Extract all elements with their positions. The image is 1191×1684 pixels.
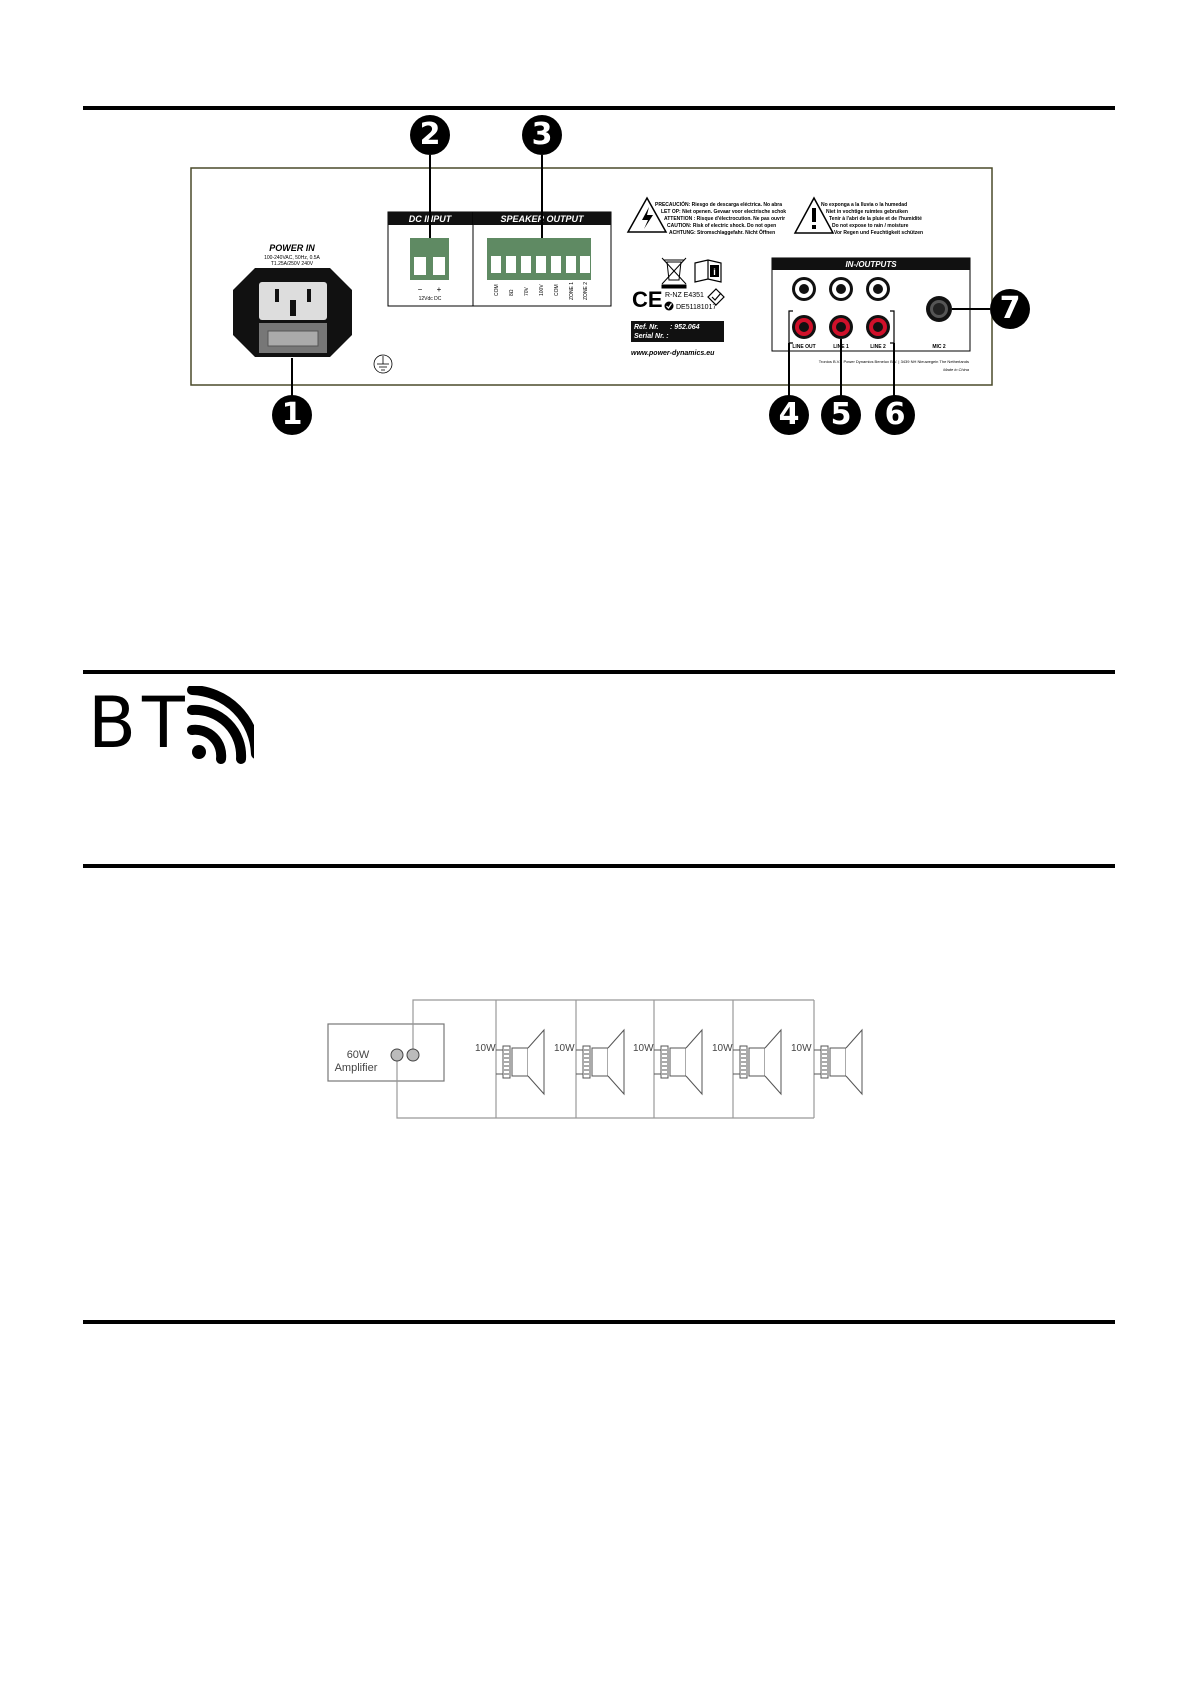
section-divider-4 [83, 1320, 1115, 1324]
serial-label: Serial Nr. : [634, 333, 669, 340]
amplifier-terminals [390, 1048, 420, 1062]
ground-symbol-icon [373, 354, 393, 374]
mic-jack [926, 296, 952, 322]
io-label: MIC 2 [932, 344, 946, 350]
ref-label: Ref. Nr. [634, 324, 659, 331]
speaker-wattage-label: 10W [633, 1043, 654, 1054]
dc-plus-label: + [437, 285, 442, 294]
check-mark-icon [664, 301, 674, 311]
warning-text-line: Vor Regen und Feuchtigkeit schützen [834, 230, 923, 236]
callout-4: 4 [769, 395, 809, 435]
iec-power-socket [233, 268, 352, 357]
speaker-terminal-label: COM [554, 284, 560, 296]
manual-book-icon: i [694, 259, 722, 283]
rnz-code: R-NZ E4351 [665, 292, 704, 299]
ref-value: : 952.064 [670, 324, 700, 331]
rca-jack-red [829, 315, 853, 339]
caution-exclamation-icon [793, 196, 835, 234]
made-in: Made in China [943, 367, 970, 372]
warning-text-line: ACHTUNG: Stromschlaggefahr. Nicht Öffnen [669, 229, 775, 236]
io-label: LINE 2 [870, 344, 886, 350]
wireless-signal-icon [187, 686, 254, 764]
callout-6: 6 [875, 395, 915, 435]
amplifier-box [327, 1023, 445, 1082]
warning-text-line: Do not expose to rain / moisture [832, 223, 909, 229]
callout-3: 3 [522, 115, 562, 155]
power-in-spec-1: 100-240VAC, 50Hz, 0.5A [264, 255, 320, 261]
speaker-icon [496, 1028, 545, 1096]
speaker-icon [733, 1028, 782, 1096]
rca-jack-white [792, 277, 816, 301]
de-number: DE51181017 [676, 304, 716, 311]
dc-voltage-label: 12Vdc DC [419, 296, 442, 302]
speaker-wattage-label: 10W [475, 1043, 496, 1054]
speaker-terminal-label: 70V [524, 286, 530, 296]
speaker-terminal-label: 8Ω [509, 289, 515, 296]
rca-jack-white [829, 277, 853, 301]
speaker-wattage-label: 10W [554, 1043, 575, 1054]
warning-text-line: CAUTION: Risk of electric shock. Do not … [667, 223, 776, 229]
svg-text:i: i [713, 267, 716, 277]
power-in-title: POWER IN [269, 243, 315, 253]
speaker-icon [654, 1028, 703, 1096]
callout-7: 7 [990, 289, 1030, 329]
amplifier-label: 60W [347, 1049, 370, 1061]
warning-text-line: Tenir à l'abri de la pluie et de l'humid… [829, 216, 922, 222]
io-label: LINE OUT [792, 344, 815, 350]
section-divider-1 [83, 106, 1115, 110]
warning-text-line: PRECAUCIÓN: Riesgo de descarga eléctrica… [655, 200, 782, 208]
dc-terminal-block [410, 238, 449, 280]
rca-jack-red [866, 315, 890, 339]
speaker-terminal-label: ZONE 2 [583, 282, 589, 300]
rca-jack-red [792, 315, 816, 339]
dc-minus-label: − [418, 285, 423, 294]
line-out-bracket [788, 310, 793, 344]
section-divider-3 [83, 864, 1115, 868]
rca-jack-white [866, 277, 890, 301]
speaker-wattage-label: 10W [791, 1043, 812, 1054]
line-2-bracket [890, 310, 895, 344]
amplifier-label: Amplifier [335, 1062, 378, 1074]
warning-text-line: Niet in vochtige ruimtes gebruiken [826, 209, 908, 215]
section-divider-2 [83, 670, 1115, 674]
speaker-icon [576, 1028, 625, 1096]
speaker-icon [814, 1028, 863, 1096]
ce-mark: CE [632, 287, 663, 312]
warning-text-line: LET OP: Niet openen. Gevaar voor electri… [661, 209, 786, 215]
warning-text-line: ATTENTION : Risque d'électrocution. Ne p… [664, 216, 785, 222]
power-in-spec-2: T1.25A/250V 240V [271, 261, 314, 267]
website: www.power-dynamics.eu [631, 350, 715, 357]
speaker-terminal-label: ZONE 1 [569, 282, 575, 300]
warning-text-line: No exponga a la lluvia o la humedad [821, 202, 907, 208]
rcm-mark-icon [707, 288, 725, 306]
shock-warning-icon [626, 196, 668, 233]
bt-logo-text: BT [88, 682, 191, 764]
weee-bin-icon [661, 257, 687, 289]
io-title: IN-/OUTPUTS [845, 260, 897, 269]
speaker-terminal-label: 100V [539, 284, 545, 296]
callout-1: 1 [272, 395, 312, 435]
speaker-terminal-label: COM [494, 284, 500, 296]
rear-panel-diagram: POWER IN 100-240VAC, 50Hz, 0.5A T1.25A/2… [190, 155, 993, 398]
speaker-wiring-diagram: 60W Amplifier 10W 10W 10W 10W [327, 999, 863, 1119]
callout-5: 5 [821, 395, 861, 435]
speaker-terminal-block [487, 238, 591, 280]
speaker-wattage-label: 10W [712, 1043, 733, 1054]
callout-2: 2 [410, 115, 450, 155]
